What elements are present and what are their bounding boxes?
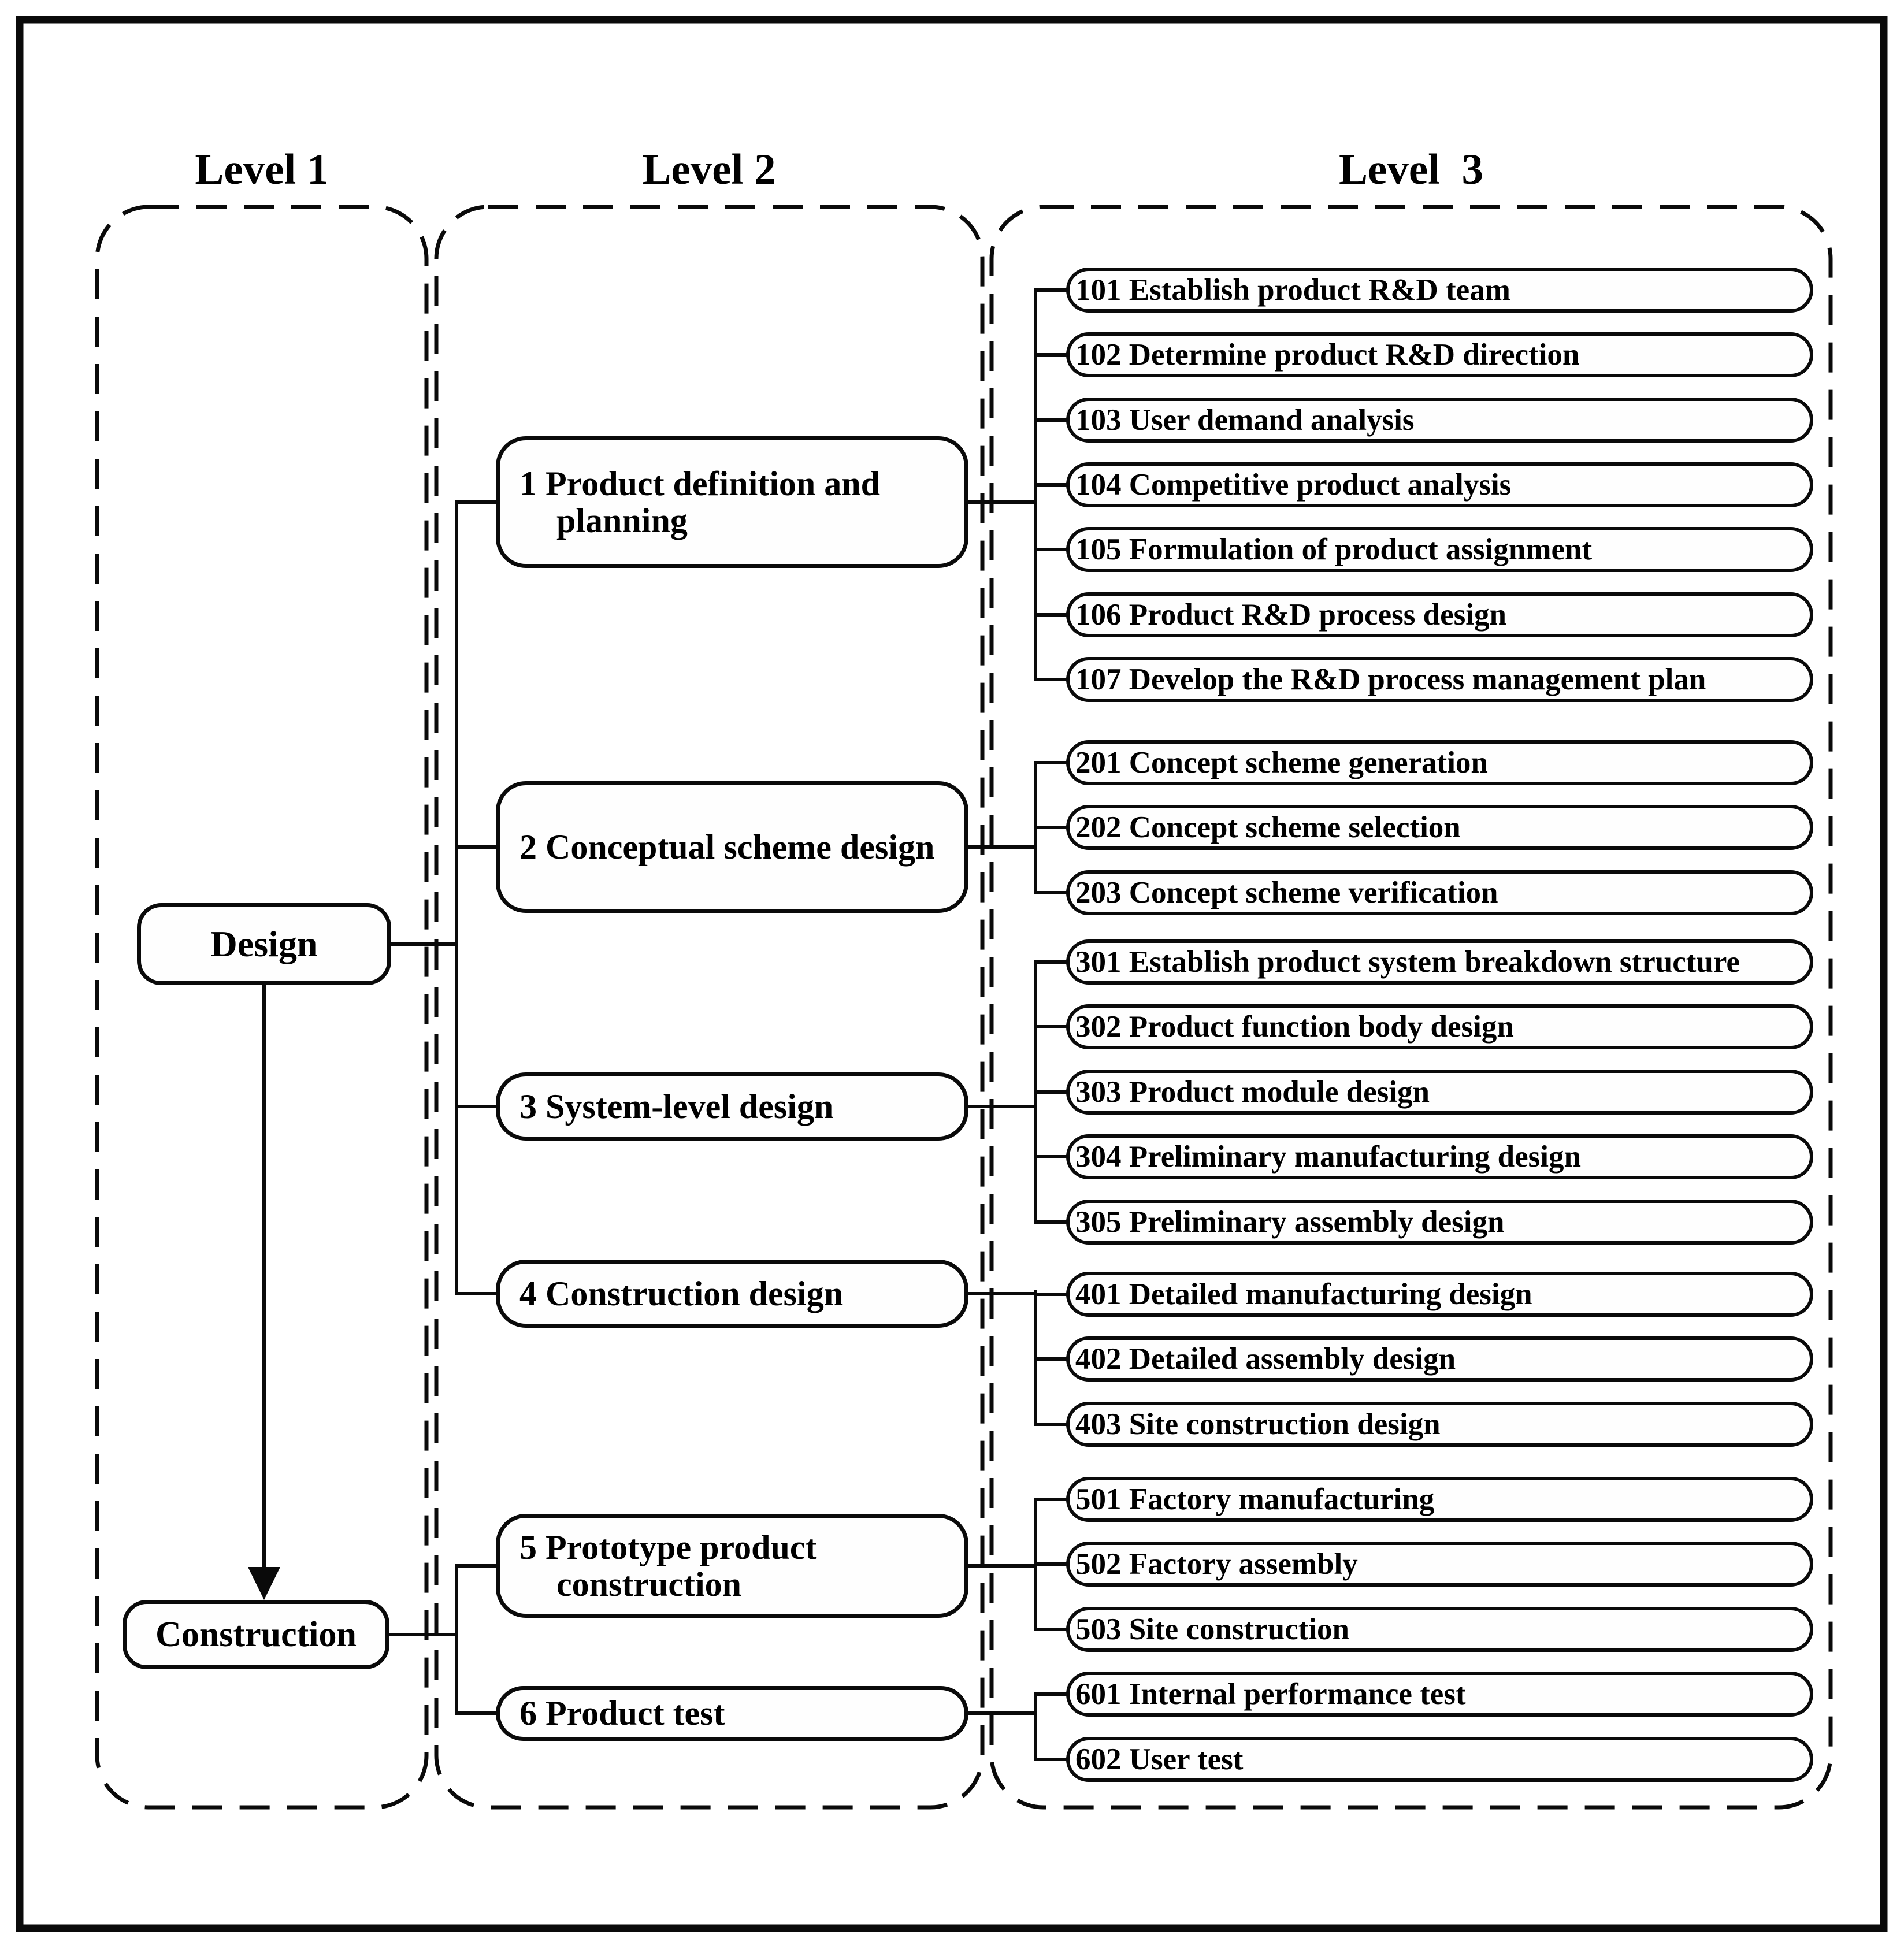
node-phase-1: 1 Product definition and planning (496, 436, 968, 568)
node-phase-5: 5 Prototype product construction (496, 1514, 968, 1618)
connector-lines (388, 288, 1070, 1761)
task-303: 303 Product module design (1066, 1070, 1813, 1115)
task-106: 106 Product R&D process design (1066, 592, 1813, 637)
task-302: 302 Product function body design (1066, 1004, 1813, 1049)
arrow-head-icon (248, 1567, 280, 1600)
node-construction: Construction (123, 1600, 389, 1669)
design-to-construction-arrow (248, 985, 280, 1600)
level1-column (95, 205, 429, 1810)
task-402: 402 Detailed assembly design (1066, 1336, 1813, 1382)
column-header-level1: Level 1 (195, 146, 329, 194)
level3-column (989, 205, 1833, 1810)
node-phase-3: 3 System-level design (496, 1072, 968, 1141)
task-301: 301 Establish product system breakdown s… (1066, 939, 1813, 985)
node-phase-6: 6 Product test (496, 1686, 968, 1741)
column-header-level2: Level 2 (642, 146, 776, 194)
node-phase-2: 2 Conceptual scheme design (496, 781, 968, 913)
node-phase-4: 4 Construction design (496, 1260, 968, 1328)
task-201: 201 Concept scheme generation (1066, 740, 1813, 785)
task-202: 202 Concept scheme selection (1066, 805, 1813, 850)
task-305: 305 Preliminary assembly design (1066, 1200, 1813, 1245)
task-401: 401 Detailed manufacturing design (1066, 1272, 1813, 1317)
task-602: 602 User test (1066, 1737, 1813, 1782)
task-101: 101 Establish product R&D team (1066, 268, 1813, 313)
task-203: 203 Concept scheme verification (1066, 870, 1813, 915)
outer-border (16, 16, 1888, 1932)
task-502: 502 Factory assembly (1066, 1542, 1813, 1587)
level2-column (434, 205, 985, 1810)
task-601: 601 Internal performance test (1066, 1672, 1813, 1717)
task-304: 304 Preliminary manufacturing design (1066, 1134, 1813, 1179)
task-503: 503 Site construction (1066, 1607, 1813, 1652)
task-103: 103 User demand analysis (1066, 398, 1813, 443)
column-header-level3: Level 3 (1339, 146, 1483, 194)
node-design: Design (137, 903, 391, 985)
task-403: 403 Site construction design (1066, 1402, 1813, 1447)
task-102: 102 Determine product R&D direction (1066, 332, 1813, 377)
task-104: 104 Competitive product analysis (1066, 462, 1813, 507)
task-105: 105 Formulation of product assignment (1066, 527, 1813, 572)
task-107: 107 Develop the R&D process management p… (1066, 657, 1813, 702)
task-501: 501 Factory manufacturing (1066, 1477, 1813, 1522)
